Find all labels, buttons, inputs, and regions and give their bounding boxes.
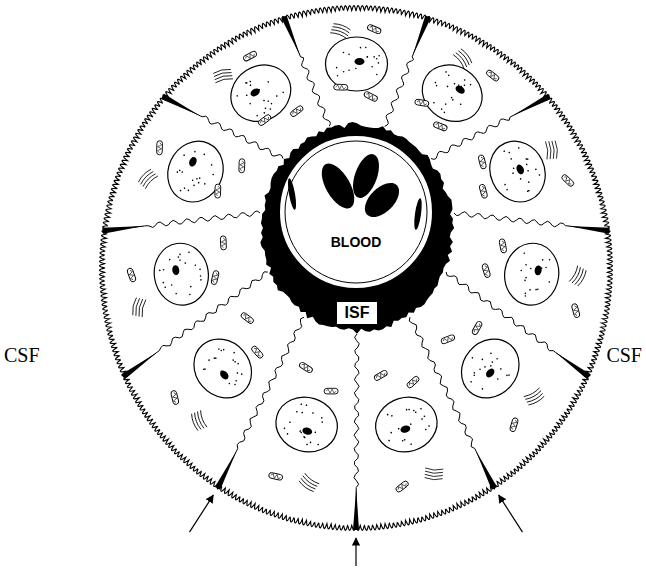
junction-arrow — [355, 538, 356, 566]
mitochondrion — [561, 174, 575, 188]
junction-arrow — [499, 495, 523, 532]
cell-nucleus — [326, 37, 388, 91]
mitochondrion — [170, 390, 179, 405]
cell-nucleus — [369, 390, 444, 459]
tight-junction — [353, 488, 359, 530]
cell-nucleus — [182, 327, 263, 409]
mitochondrion — [324, 388, 338, 394]
cell-nucleus — [150, 240, 212, 309]
red-blood-cell — [359, 177, 406, 224]
golgi-lines — [131, 297, 146, 317]
mitochondrion — [499, 239, 507, 254]
cell-boundary — [354, 334, 359, 530]
mitochondrion — [334, 84, 348, 90]
tight-junction — [102, 226, 144, 234]
mitochondrion — [509, 417, 518, 432]
golgi-lines — [330, 22, 351, 39]
mitochondrion — [215, 184, 221, 198]
mitochondrion — [363, 91, 378, 102]
golgi-lines — [213, 68, 233, 83]
region-label: ISF — [336, 301, 379, 325]
mitochondrion — [485, 69, 499, 82]
microvilli-border — [100, 6, 613, 531]
mitochondrion — [395, 480, 409, 493]
golgi-lines — [453, 48, 473, 69]
mitochondrion — [479, 184, 488, 199]
mitochondrion — [251, 345, 264, 359]
mitochondrion — [220, 236, 226, 250]
endothelial-nucleus — [413, 198, 423, 231]
cell-nucleus — [501, 240, 563, 309]
capillary: BLOOD — [278, 134, 434, 290]
cell-nucleus — [220, 54, 301, 133]
mitochondrion — [243, 50, 258, 61]
tight-junction — [512, 94, 551, 116]
mitochondrion — [482, 263, 491, 278]
fluid-label: CSF — [4, 344, 40, 367]
mitochondrion — [433, 121, 448, 131]
tight-junction — [161, 94, 200, 116]
tight-junction — [121, 352, 157, 379]
golgi-lines — [425, 468, 444, 480]
golgi-lines — [137, 168, 158, 189]
tight-junction — [555, 352, 591, 379]
mitochondrion — [289, 105, 304, 118]
mitochondrion — [367, 24, 382, 35]
mitochondrion — [373, 369, 388, 381]
isf-space — [260, 122, 454, 334]
mitochondrion — [471, 320, 483, 335]
mitochondrion — [406, 375, 420, 389]
endothelium — [285, 141, 427, 283]
tight-junction — [476, 451, 497, 490]
junction-arrow — [189, 495, 213, 532]
mitochondrion — [127, 267, 137, 282]
mitochondrion — [571, 303, 580, 318]
golgi-lines — [190, 410, 207, 431]
mitochondrion — [257, 114, 272, 127]
cell-nucleus — [412, 54, 493, 133]
golgi-lines — [546, 141, 558, 160]
tight-junction — [413, 16, 431, 56]
tight-junction — [568, 226, 610, 234]
mitochondrion — [211, 270, 220, 285]
mitochondrion — [440, 334, 455, 344]
region-label: BLOOD — [331, 234, 382, 250]
endothelial-nucleus — [286, 178, 297, 211]
mitochondrion — [268, 472, 283, 481]
cell-nucleus — [480, 132, 555, 211]
cell-nucleus — [450, 327, 531, 409]
cell-nucleus — [269, 390, 344, 459]
cell-nucleus — [158, 132, 233, 211]
capillary-wall — [279, 135, 433, 289]
tight-junction — [281, 15, 300, 55]
mitochondrion — [239, 159, 245, 173]
fluid-label: CSF — [606, 344, 642, 367]
golgi-lines — [298, 473, 319, 493]
golgi-lines — [569, 266, 587, 287]
tight-junction — [215, 451, 237, 490]
isf-region: ISF BLOOD — [259, 122, 455, 334]
mitochondrion — [414, 99, 429, 107]
mitochondrion — [478, 154, 487, 169]
mitochondrion — [157, 141, 163, 155]
node-outline — [278, 134, 434, 290]
mitochondrion — [299, 361, 314, 373]
golgi-lines — [524, 388, 545, 406]
mitochondrion — [240, 312, 255, 325]
